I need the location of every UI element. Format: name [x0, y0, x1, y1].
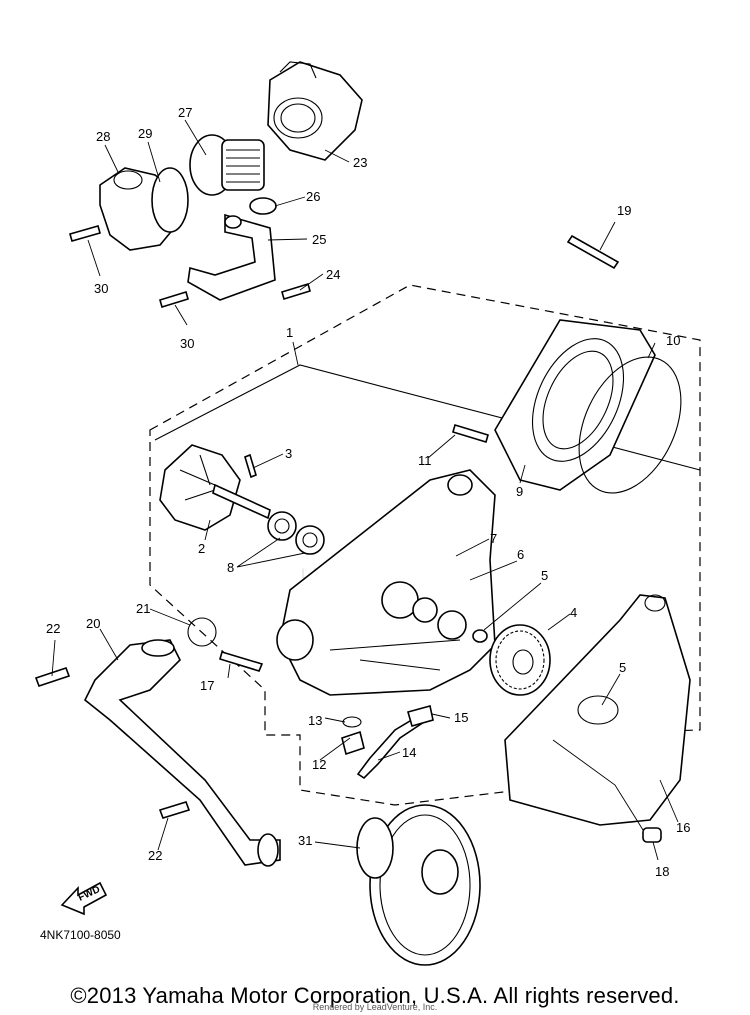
part-label-31: 31 — [298, 833, 312, 848]
drain-bolt-part — [341, 705, 434, 780]
rendered-by-note: Rendered by LeadVenture, Inc. — [312, 1002, 438, 1012]
part-label-25: 25 — [312, 232, 326, 247]
part-label-20: 20 — [86, 616, 100, 631]
impeller-part — [159, 444, 271, 531]
part-label-2: 2 — [198, 541, 205, 556]
thermostat-housing-part — [267, 61, 363, 161]
part-label-7: 7 — [490, 531, 497, 546]
water-pipe-joint-part — [99, 167, 189, 251]
part-label-22a: 22 — [46, 621, 60, 636]
part-number-labels: 28 29 27 23 26 25 24 30 30 19 1 10 9 11 … — [46, 105, 690, 879]
part-label-17: 17 — [200, 678, 214, 693]
dowel-pin-part — [642, 827, 662, 843]
pump-housing-part — [276, 469, 496, 696]
part-label-22b: 22 — [148, 848, 162, 863]
o-ring-part — [578, 356, 682, 494]
part-label-6: 6 — [517, 547, 524, 562]
part-label-23: 23 — [353, 155, 367, 170]
part-label-28: 28 — [96, 129, 110, 144]
copyright-notice: ©2013 Yamaha Motor Corporation, U.S.A. A… — [70, 983, 680, 1008]
part-label-30b: 30 — [180, 336, 194, 351]
part-label-5b: 5 — [619, 660, 626, 675]
part-label-30a: 30 — [94, 281, 108, 296]
forward-arrow-icon: FWD — [60, 881, 108, 916]
part-label-12: 12 — [312, 757, 326, 772]
part-label-8: 8 — [227, 560, 234, 575]
gasket-part — [504, 594, 691, 826]
thermostat-part — [189, 134, 265, 196]
driven-gear-part — [356, 804, 481, 966]
part-label-3: 3 — [285, 446, 292, 461]
part-label-27: 27 — [178, 105, 192, 120]
part-label-10: 10 — [666, 333, 680, 348]
diagram-code: 4NK7100-8050 — [40, 928, 121, 942]
washer-part — [472, 629, 488, 643]
part-label-5a: 5 — [541, 568, 548, 583]
part-label-16: 16 — [676, 820, 690, 835]
part-label-21: 21 — [136, 601, 150, 616]
collar-part — [249, 197, 277, 215]
gear-part — [489, 624, 551, 696]
part-label-19: 19 — [617, 203, 631, 218]
bracket-part — [187, 213, 276, 301]
assembly-boundary — [149, 284, 701, 806]
part-label-13: 13 — [308, 713, 322, 728]
part-label-24: 24 — [326, 267, 340, 282]
part-label-26: 26 — [306, 189, 320, 204]
part-label-18: 18 — [655, 864, 669, 879]
oil-seal-parts — [267, 511, 325, 555]
o-ring-small-part — [187, 617, 217, 647]
part-label-4: 4 — [570, 605, 577, 620]
cover-part — [494, 319, 656, 491]
bolt-parts — [34, 225, 620, 819]
water-pipe-part — [83, 639, 281, 867]
leader-lines — [51, 119, 679, 861]
part-label-1: 1 — [286, 325, 293, 340]
part-label-29: 29 — [138, 126, 152, 141]
part-label-15: 15 — [454, 710, 468, 725]
part-label-9: 9 — [516, 484, 523, 499]
part-label-11: 11 — [418, 453, 432, 468]
part-label-14: 14 — [402, 745, 416, 760]
